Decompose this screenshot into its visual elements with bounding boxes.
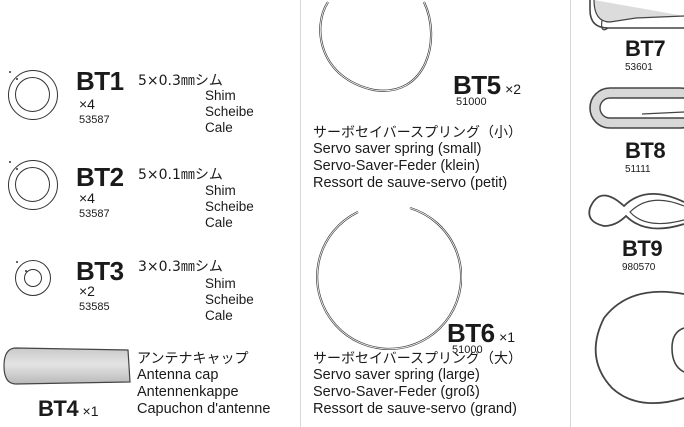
part-name-fr: Cale <box>205 308 233 323</box>
part-number: 51000 <box>456 96 487 108</box>
part-label: BT4 ×1 <box>38 396 98 422</box>
part-name-en: Shim <box>205 276 236 291</box>
part-name-jp: 5×0.1㎜シム <box>138 167 223 183</box>
part-label: BT6 ×1 <box>447 318 515 349</box>
part-quantity: ×4 <box>79 190 95 206</box>
part-name-de: Scheibe <box>205 104 254 119</box>
shim-bt1-icon <box>8 70 58 120</box>
part-quantity: ×1 <box>499 329 516 345</box>
part-code: BT9 <box>622 236 663 261</box>
part-name-de: Antennenkappe <box>137 384 239 400</box>
part-name-en: Antenna cap <box>137 367 219 383</box>
part-name-de: Servo-Saver-Feder (klein) <box>313 158 480 174</box>
part-name-en: Servo saver spring (large) <box>313 367 480 383</box>
part-number: 51111 <box>625 164 651 175</box>
part-name-en: Servo saver spring (small) <box>313 141 482 157</box>
part-name-jp: アンテナキャップ <box>137 351 249 367</box>
part-quantity: ×2 <box>79 283 95 299</box>
part-name-fr: Cale <box>205 120 233 135</box>
part-number: 51000 <box>452 344 483 356</box>
antenna-cap-icon <box>3 347 131 385</box>
part-name-jp: 5×0.3㎜シム <box>138 73 223 89</box>
part-name-jp: サーボセイバースプリング（大） <box>313 351 523 367</box>
spring-small-icon <box>319 1 433 92</box>
part-name-en: Shim <box>205 183 236 198</box>
clip-bt7-icon <box>589 0 684 31</box>
part-code: BT2 <box>76 162 124 192</box>
part-name-en: Shim <box>205 88 236 103</box>
column-divider-right <box>570 0 571 427</box>
part-name-jp: 3×0.3㎜シム <box>138 259 223 275</box>
part-name-fr: Ressort de sauve-servo (petit) <box>313 175 508 191</box>
part-code: BT6 <box>447 318 495 348</box>
part-code: BT5 <box>453 70 501 100</box>
part-number: 53585 <box>79 301 110 313</box>
part-code: BT8 <box>625 138 666 163</box>
part-code: BT4 <box>38 396 79 421</box>
part-name-de: Scheibe <box>205 292 254 307</box>
clip-bt9-icon <box>588 193 684 230</box>
part-code: BT1 <box>76 66 124 96</box>
spring-large-icon <box>316 206 462 350</box>
clip-partial-icon <box>594 290 684 405</box>
part-name-fr: Capuchon d'antenne <box>137 401 271 417</box>
part-name-de: Servo-Saver-Feder (groß) <box>313 384 480 400</box>
clip-bt8-icon <box>589 87 684 129</box>
column-divider-left <box>300 0 301 427</box>
shim-bt3-icon <box>15 260 51 296</box>
part-number: 980570 <box>622 262 656 273</box>
part-quantity: ×4 <box>79 96 95 112</box>
part-name-fr: Cale <box>205 215 233 230</box>
part-name-fr: Ressort de sauve-servo (grand) <box>313 401 517 417</box>
part-code: BT7 <box>625 36 666 61</box>
part-number: 53587 <box>79 114 110 126</box>
part-name-jp: サーボセイバースプリング（小） <box>313 125 523 141</box>
part-label: BT5 ×2 <box>453 70 521 101</box>
part-name-de: Scheibe <box>205 199 254 214</box>
part-code: BT3 <box>76 256 124 286</box>
part-quantity: ×2 <box>505 81 522 97</box>
part-number: 53601 <box>625 62 653 73</box>
part-quantity: ×1 <box>82 403 99 419</box>
shim-bt2-icon <box>8 160 58 210</box>
part-number: 53587 <box>79 208 110 220</box>
